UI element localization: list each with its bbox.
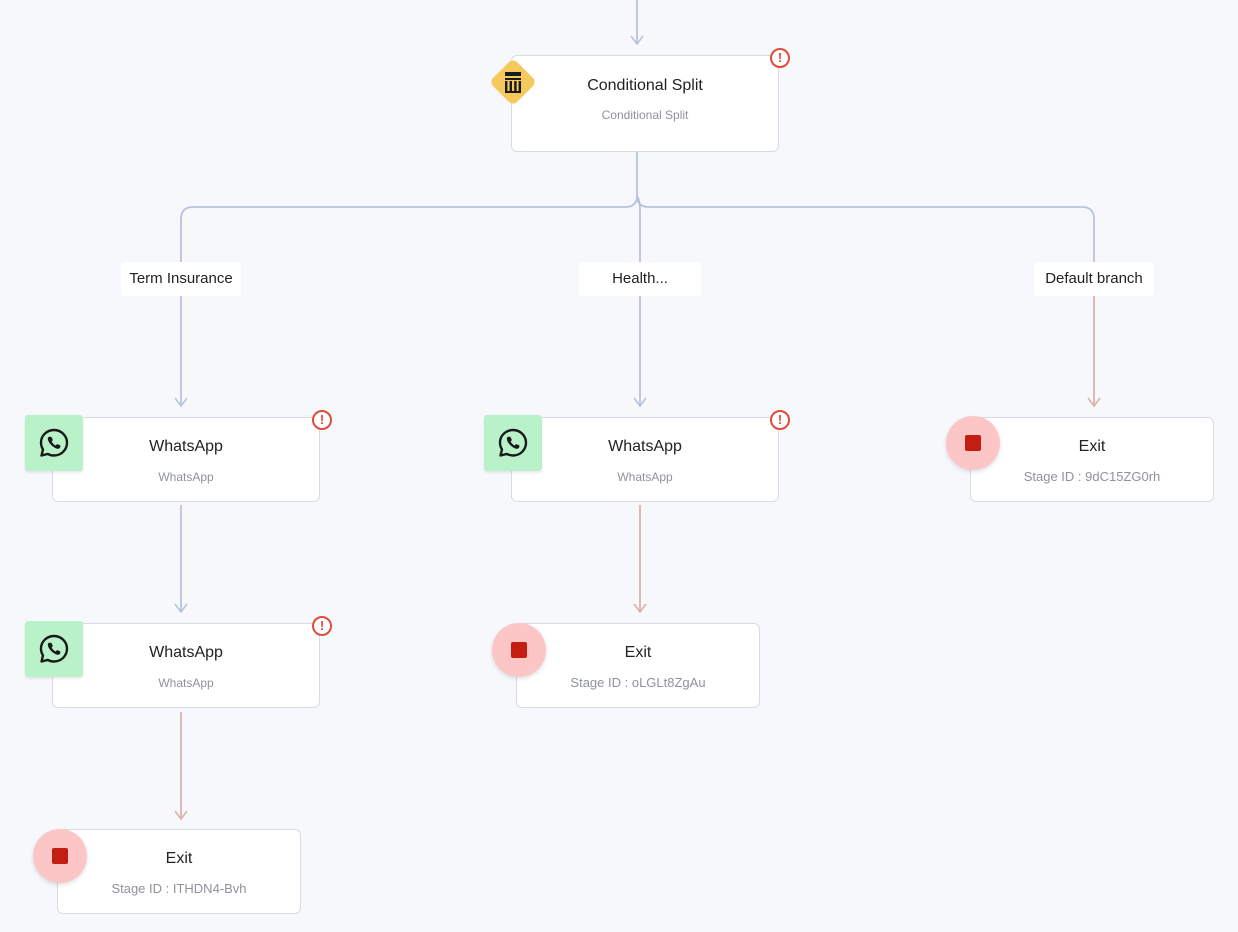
exit-node-default[interactable]: Exit Stage ID : 9dC15ZG0rh — [970, 417, 1214, 502]
whatsapp-node-term-1[interactable]: WhatsApp WhatsApp — [52, 417, 320, 502]
whatsapp-icon — [25, 415, 83, 471]
node-title: Exit — [165, 850, 193, 867]
exit-node-term[interactable]: Exit Stage ID : ITHDN4-Bvh — [57, 829, 301, 914]
exit-node-health[interactable]: Exit Stage ID : oLGLt8ZgAu — [516, 623, 760, 708]
edge-branch-term — [180, 195, 638, 406]
node-title: Conditional Split — [587, 77, 703, 94]
stop-icon — [946, 416, 1000, 470]
branch-label-default[interactable]: Default branch — [1034, 262, 1154, 296]
node-subtitle: Conditional Split — [601, 108, 689, 122]
branch-label-health[interactable]: Health... — [579, 262, 701, 296]
node-title: WhatsApp — [608, 438, 682, 455]
whatsapp-node-health[interactable]: WhatsApp WhatsApp — [511, 417, 779, 502]
split-calculator-icon — [486, 55, 540, 109]
node-subtitle: WhatsApp — [617, 470, 673, 484]
error-alert-icon[interactable]: ! — [770, 410, 790, 430]
node-subtitle: Stage ID : 9dC15ZG0rh — [1023, 469, 1161, 484]
branch-label-term-insurance[interactable]: Term Insurance — [121, 262, 241, 296]
whatsapp-icon — [484, 415, 542, 471]
node-subtitle: Stage ID : oLGLt8ZgAu — [570, 675, 706, 690]
node-title: Exit — [624, 644, 652, 661]
whatsapp-icon — [25, 621, 83, 677]
node-title: Exit — [1078, 438, 1106, 455]
conditional-split-node[interactable]: Conditional Split Conditional Split — [511, 55, 779, 152]
error-alert-icon[interactable]: ! — [770, 48, 790, 68]
node-subtitle: WhatsApp — [158, 470, 214, 484]
node-subtitle: WhatsApp — [158, 676, 214, 690]
edge-branch-health — [636, 195, 641, 406]
error-alert-icon[interactable]: ! — [312, 410, 332, 430]
whatsapp-node-term-2[interactable]: WhatsApp WhatsApp — [52, 623, 320, 708]
error-alert-icon[interactable]: ! — [312, 616, 332, 636]
stop-icon — [492, 623, 546, 677]
stop-icon — [33, 829, 87, 883]
node-subtitle: Stage ID : ITHDN4-Bvh — [111, 881, 247, 896]
node-title: WhatsApp — [149, 644, 223, 661]
edge-branch-default-a — [636, 195, 1095, 280]
node-title: WhatsApp — [149, 438, 223, 455]
